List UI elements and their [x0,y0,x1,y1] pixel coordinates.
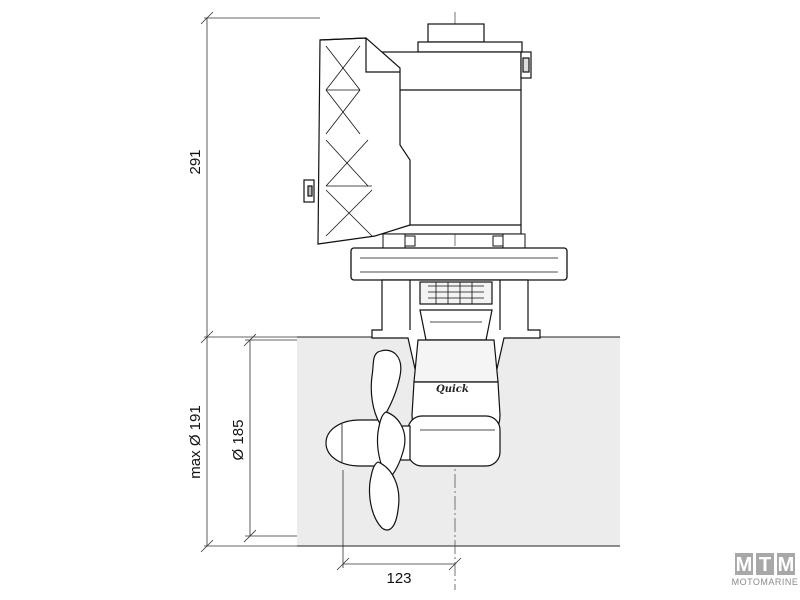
mounting-flange [350,247,568,281]
propeller [325,349,406,531]
gear-housing [391,381,501,467]
brand-label: Quick [436,384,469,395]
dim-offset-label: 123 [386,570,411,587]
motor-top-ring [417,41,523,53]
watermark-letter-1: M [736,554,753,576]
motor-top-cap [427,23,485,43]
dim-height-label: 291 [187,149,204,174]
dim-max-diameter [200,337,297,553]
watermark-letter-2: T [759,554,771,576]
dim-tunnel-diameter-label: Ø 185 [230,420,247,461]
propeller-hub [325,419,393,467]
gear-pod [407,415,501,467]
dim-tunnel-diameter [243,333,297,543]
relay-box [303,37,411,245]
dim-offset [336,470,462,571]
flange-bolts [382,233,526,249]
dim-height [200,11,320,344]
watermark-subtitle: MOTOMARINE [732,577,799,587]
watermark-letter-3: M [778,554,795,576]
watermark-logo: M T M MOTOMARINE [732,553,799,587]
dim-max-diameter-label: max Ø 191 [187,405,204,478]
propeller-blade-lower [368,461,400,531]
